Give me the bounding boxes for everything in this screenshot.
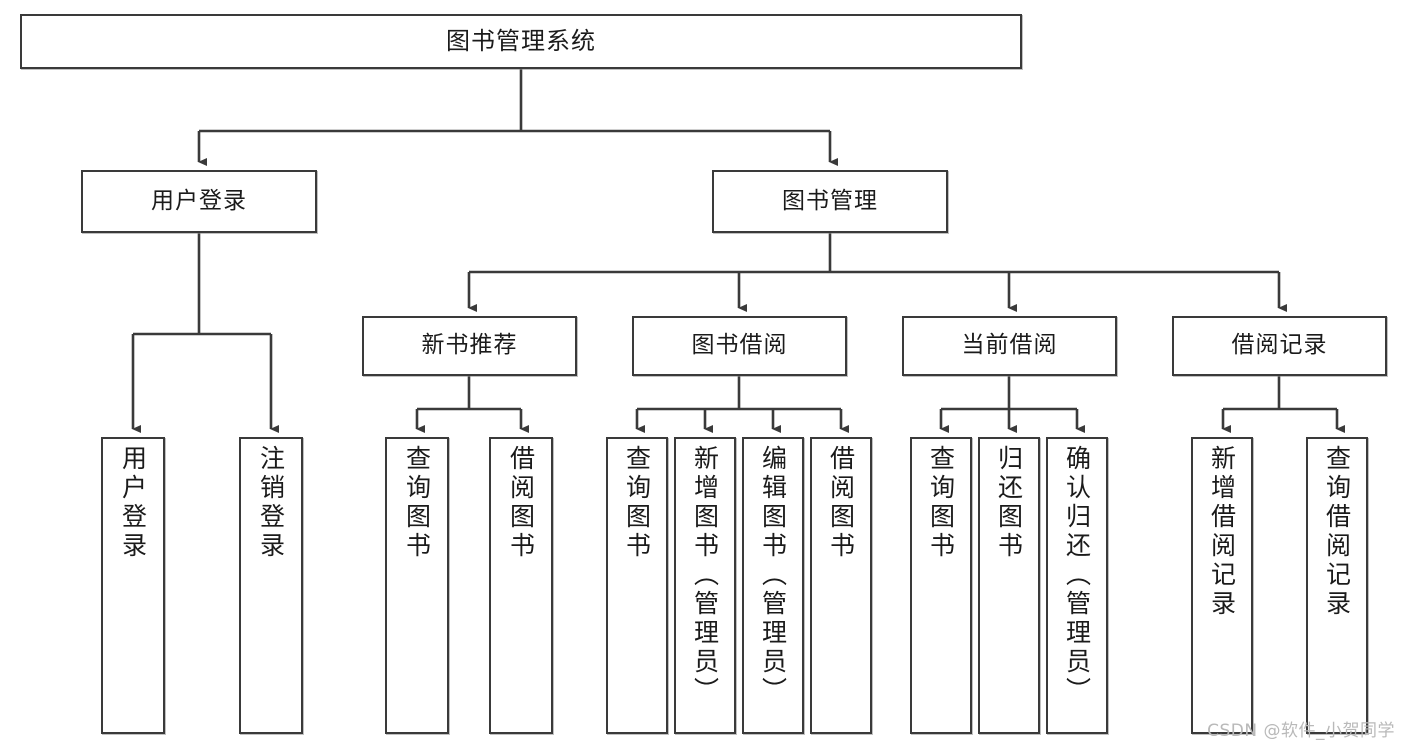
node-leaf-add-book[interactable]: 新增图书（管理员）	[674, 437, 736, 734]
node-new-book-rec-label: 新书推荐	[421, 332, 518, 359]
node-leaf-borrow-book-1-label: 借阅图书	[506, 445, 536, 561]
node-leaf-confirm-return-label: 确认归还（管理员）	[1062, 445, 1092, 706]
node-leaf-add-book-label: 新增图书（管理员）	[690, 445, 720, 706]
node-leaf-borrow-book-2-label: 借阅图书	[826, 445, 856, 561]
node-leaf-edit-book-label: 编辑图书（管理员）	[758, 445, 788, 706]
node-leaf-query-record-label: 查询借阅记录	[1322, 445, 1352, 619]
node-user-login[interactable]: 用户登录	[81, 170, 317, 233]
node-leaf-return-book[interactable]: 归还图书	[978, 437, 1040, 734]
node-book-manage[interactable]: 图书管理	[712, 170, 948, 233]
node-leaf-query-book-3-label: 查询图书	[926, 445, 956, 561]
node-borrow-record-label: 借阅记录	[1231, 332, 1328, 359]
node-leaf-query-book-2[interactable]: 查询图书	[606, 437, 668, 734]
node-borrow-record[interactable]: 借阅记录	[1172, 316, 1387, 376]
node-leaf-query-book-3[interactable]: 查询图书	[910, 437, 972, 734]
node-leaf-borrow-book-2[interactable]: 借阅图书	[810, 437, 872, 734]
node-book-borrow[interactable]: 图书借阅	[632, 316, 847, 376]
node-leaf-add-record-label: 新增借阅记录	[1207, 445, 1237, 619]
node-leaf-query-book-1[interactable]: 查询图书	[385, 437, 449, 734]
node-root[interactable]: 图书管理系统	[20, 14, 1022, 69]
node-current-borrow[interactable]: 当前借阅	[902, 316, 1117, 376]
node-book-manage-label: 图书管理	[782, 187, 878, 214]
node-leaf-query-book-2-label: 查询图书	[622, 445, 652, 561]
node-current-borrow-label: 当前借阅	[961, 332, 1058, 359]
node-leaf-add-record[interactable]: 新增借阅记录	[1191, 437, 1253, 734]
node-leaf-return-book-label: 归还图书	[994, 445, 1024, 561]
node-leaf-borrow-book-1[interactable]: 借阅图书	[489, 437, 553, 734]
node-leaf-user-login-label: 用户登录	[118, 445, 148, 561]
node-leaf-query-record[interactable]: 查询借阅记录	[1306, 437, 1368, 734]
node-leaf-edit-book[interactable]: 编辑图书（管理员）	[742, 437, 804, 734]
node-root-label: 图书管理系统	[446, 27, 596, 56]
node-leaf-query-book-1-label: 查询图书	[402, 445, 432, 561]
node-book-borrow-label: 图书借阅	[691, 332, 788, 359]
node-leaf-logout[interactable]: 注销登录	[239, 437, 303, 734]
node-leaf-confirm-return[interactable]: 确认归还（管理员）	[1046, 437, 1108, 734]
node-new-book-rec[interactable]: 新书推荐	[362, 316, 577, 376]
node-user-login-label: 用户登录	[151, 187, 247, 214]
node-leaf-logout-label: 注销登录	[256, 445, 286, 561]
node-leaf-user-login[interactable]: 用户登录	[101, 437, 165, 734]
csdn-watermark: CSDN @软件_小贺同学	[1207, 721, 1395, 741]
